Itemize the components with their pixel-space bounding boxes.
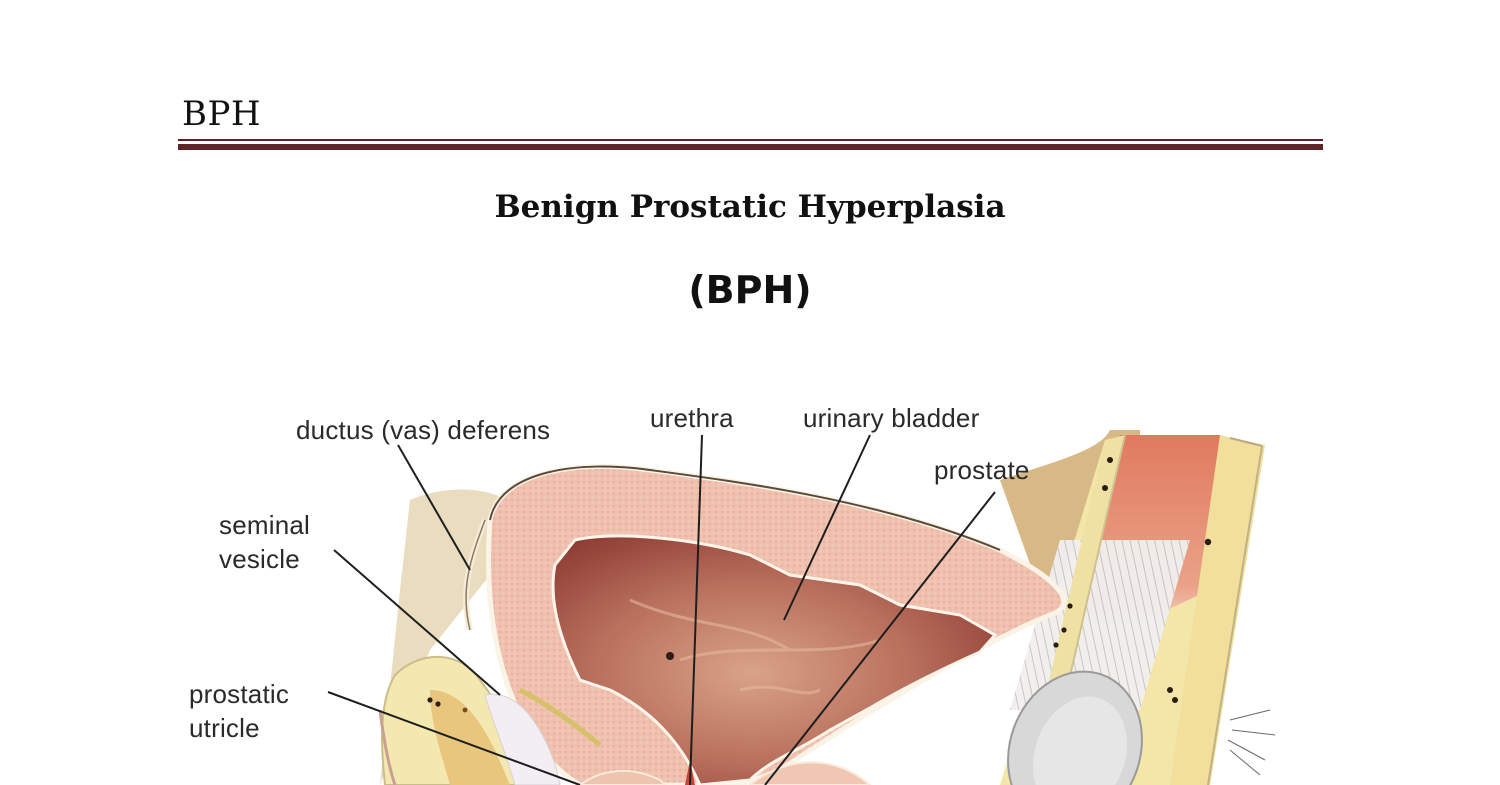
running-header-title: BPH	[182, 94, 262, 134]
label-prostatic-utricle: prostatic utricle	[189, 679, 290, 743]
label-prostate: prostate	[934, 455, 1030, 485]
label-urethra: urethra	[650, 403, 734, 433]
label-ductus-deferens: ductus (vas) deferens	[296, 415, 551, 445]
label-urinary-bladder: urinary bladder	[803, 403, 980, 433]
document-title: Benign Prostatic Hyperplasia	[494, 189, 1006, 225]
anatomy-illustration	[327, 430, 1276, 785]
header-rule-thin	[178, 139, 1323, 141]
header-rule-thick	[178, 144, 1323, 150]
document-subtitle: (BPH)	[688, 268, 812, 312]
label-seminal-vesicle: seminal vesicle	[219, 510, 310, 574]
anatomy-figure: ductus (vas) deferens urethra urinary bl…	[180, 390, 1280, 785]
